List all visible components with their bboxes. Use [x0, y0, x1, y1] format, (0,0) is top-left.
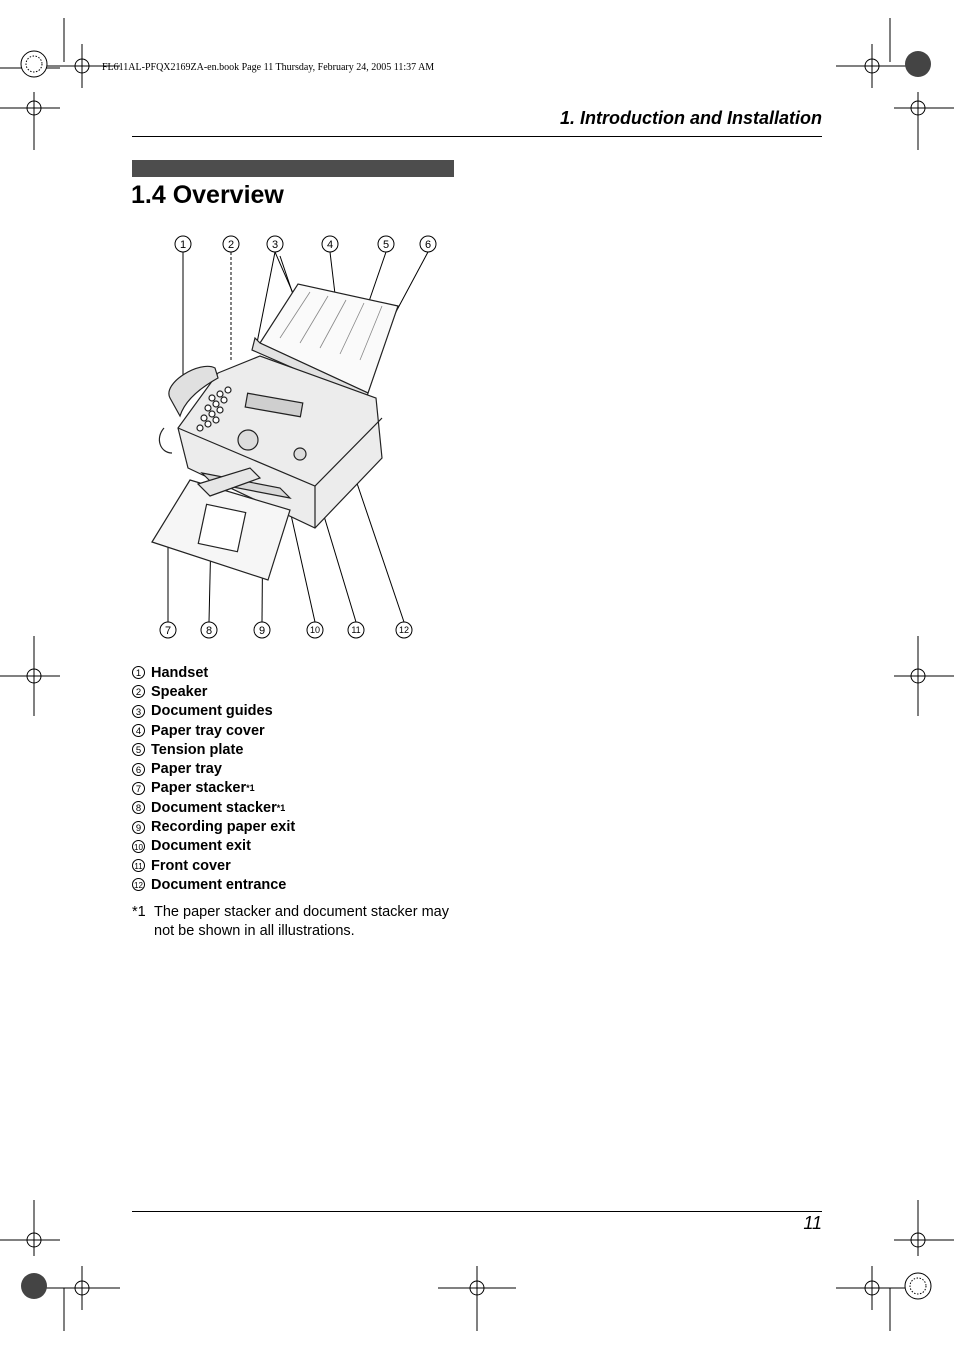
callout-12: 12 — [395, 621, 413, 639]
part-number: 1 — [132, 666, 145, 680]
part-number: 2 — [132, 685, 145, 699]
svg-text:9: 9 — [259, 625, 265, 637]
print-header: FL611AL-PFQX2169ZA-en.book Page 11 Thurs… — [102, 62, 435, 73]
callout-8: 8 — [200, 621, 218, 639]
part-number: 6 — [132, 762, 145, 776]
list-item: 10 Document exit — [132, 837, 295, 856]
footnote-text: The paper stacker and document stacker m… — [154, 904, 449, 939]
part-label: Paper tray cover — [151, 722, 265, 739]
callout-11: 11 — [347, 621, 365, 639]
section-title: 1.4 Overview — [131, 181, 284, 209]
svg-text:2: 2 — [228, 239, 234, 251]
callout-9: 9 — [253, 621, 271, 639]
svg-text:11: 11 — [351, 625, 360, 635]
header-rule — [132, 136, 822, 137]
part-number: 8 — [132, 801, 145, 815]
part-number: 5 — [132, 743, 145, 757]
svg-text:12: 12 — [399, 625, 409, 635]
callout-2: 2 — [222, 235, 240, 253]
part-number: 3 — [132, 704, 145, 718]
part-number: 10 — [132, 839, 145, 853]
part-label: Front cover — [151, 857, 231, 874]
svg-text:10: 10 — [310, 625, 320, 635]
footer-rule — [132, 1211, 822, 1212]
svg-text:8: 8 — [206, 625, 212, 637]
part-label: Speaker — [151, 683, 208, 700]
callout-10: 10 — [306, 621, 324, 639]
callout-7: 7 — [159, 621, 177, 639]
part-label: Handset — [151, 664, 209, 681]
list-item: 12 Document entrance — [132, 875, 295, 894]
svg-text:7: 7 — [165, 625, 171, 637]
part-number: 7 — [132, 781, 145, 795]
part-label: Paper tray — [151, 761, 222, 778]
part-label: Document exit — [151, 838, 251, 855]
part-label: Paper stacker — [151, 780, 247, 797]
part-label: Document guides — [151, 703, 273, 720]
list-item: 2 Speaker — [132, 682, 295, 701]
list-item: 5 Tension plate — [132, 740, 295, 759]
part-label: Document stacker — [151, 799, 277, 816]
part-label: Recording paper exit — [151, 819, 296, 836]
callout-5: 5 — [377, 235, 395, 253]
list-item: 6 Paper tray — [132, 759, 295, 778]
svg-text:6: 6 — [425, 239, 431, 251]
part-number: 12 — [132, 878, 145, 892]
svg-text:1: 1 — [180, 239, 186, 251]
part-number: 11 — [132, 859, 145, 873]
part-label: Tension plate — [151, 741, 244, 758]
fax-machine-illustration: 1 2 3 4 5 6 7 8 9 10 11 12 — [151, 235, 437, 639]
svg-text:5: 5 — [383, 239, 389, 251]
part-label: Document entrance — [151, 876, 287, 893]
list-item: 4 Paper tray cover — [132, 721, 295, 740]
list-item: 3 Document guides — [132, 702, 295, 721]
chapter-title: 1. Introduction and Installation — [559, 108, 822, 128]
callout-3: 3 — [266, 235, 284, 253]
svg-text:4: 4 — [327, 239, 333, 251]
part-number: 4 — [132, 724, 145, 738]
footnote-marker: *1 — [132, 904, 146, 920]
part-number: 9 — [132, 820, 145, 834]
list-item: 1 Handset — [132, 663, 295, 682]
section-bar — [132, 160, 454, 177]
svg-text:3: 3 — [272, 239, 278, 251]
list-item: 9 Recording paper exit — [132, 817, 295, 836]
callout-4: 4 — [321, 235, 339, 253]
callout-6: 6 — [419, 235, 437, 253]
list-item: 11 Front cover — [132, 856, 295, 875]
callout-1: 1 — [174, 235, 192, 253]
page-number: 11 — [803, 1213, 822, 1233]
